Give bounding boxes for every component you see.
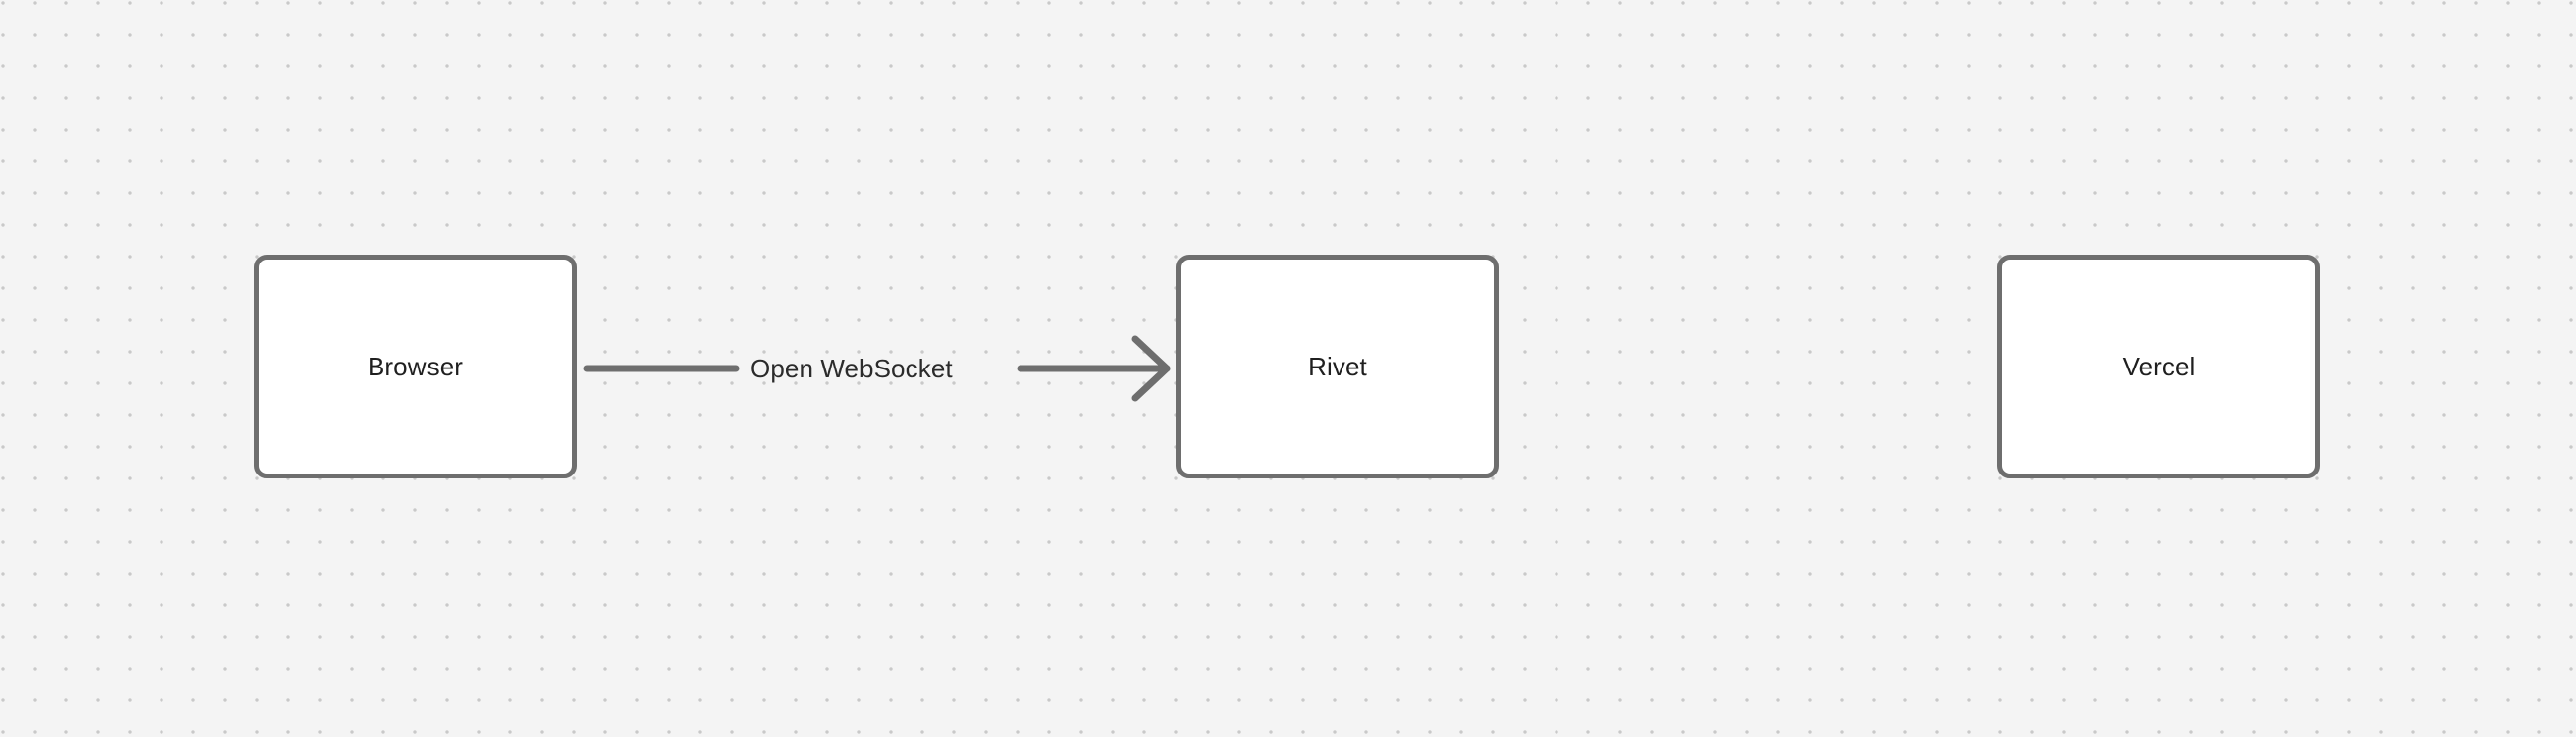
node-vercel[interactable]: Vercel [1997, 255, 2320, 478]
node-rivet[interactable]: Rivet [1176, 255, 1499, 478]
arrowhead-icon [1131, 335, 1171, 402]
node-label-vercel: Vercel [2122, 352, 2196, 381]
node-label-rivet: Rivet [1308, 352, 1367, 381]
node-browser[interactable]: Browser [254, 255, 577, 478]
edge-label-open-websocket: Open WebSocket [750, 354, 953, 383]
node-label-browser: Browser [367, 352, 464, 381]
